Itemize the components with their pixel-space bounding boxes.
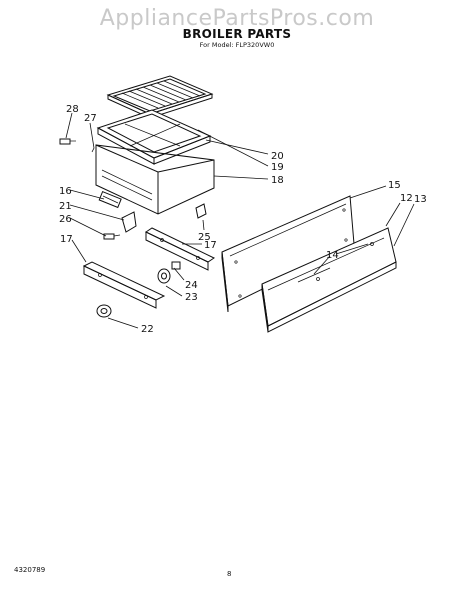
callout-17-right: 17 bbox=[204, 240, 217, 251]
callout-14: 14 bbox=[326, 250, 339, 261]
callout-12: 12 bbox=[400, 193, 413, 204]
callout-16: 16 bbox=[59, 186, 72, 197]
slide-rail-right bbox=[144, 227, 216, 271]
diagram-title: BROILER PARTS bbox=[182, 27, 292, 41]
callout-17-left: 17 bbox=[60, 234, 73, 245]
callout-labels: 28 27 20 19 18 16 21 26 25 17 17 24 23 2… bbox=[59, 104, 427, 335]
callout-21: 21 bbox=[59, 201, 72, 212]
callout-15: 15 bbox=[388, 180, 401, 191]
bracket-21 bbox=[121, 211, 137, 233]
broiler-drawer-body bbox=[95, 144, 215, 215]
roller-22 bbox=[96, 304, 112, 318]
drawer-front-outer-panel bbox=[261, 227, 397, 333]
document-number: 4320789 bbox=[14, 566, 46, 574]
callout-20: 20 bbox=[271, 151, 284, 162]
callout-28: 28 bbox=[66, 104, 79, 115]
slide-rail-left bbox=[82, 261, 166, 309]
broiler-pan bbox=[96, 109, 212, 165]
page-number: 8 bbox=[227, 570, 232, 578]
model-subtitle: For Model: FLP320VW0 bbox=[199, 41, 275, 49]
callout-25: 25 bbox=[198, 232, 211, 243]
callout-27: 27 bbox=[84, 113, 97, 124]
leader-lines bbox=[65, 112, 415, 329]
callout-13: 13 bbox=[414, 194, 427, 205]
broiler-grid bbox=[106, 75, 214, 119]
callout-18: 18 bbox=[271, 175, 284, 186]
callout-26: 26 bbox=[59, 214, 72, 225]
callout-22: 22 bbox=[141, 324, 154, 335]
callout-24: 24 bbox=[185, 280, 198, 291]
callout-23: 23 bbox=[185, 292, 198, 303]
clip-25 bbox=[195, 203, 207, 219]
callout-19: 19 bbox=[271, 162, 284, 173]
screw-28 bbox=[59, 138, 76, 145]
screw-26 bbox=[103, 233, 121, 240]
watermark-logo: AppliancePartsPros.com bbox=[99, 6, 375, 31]
roller-24 bbox=[157, 261, 181, 284]
